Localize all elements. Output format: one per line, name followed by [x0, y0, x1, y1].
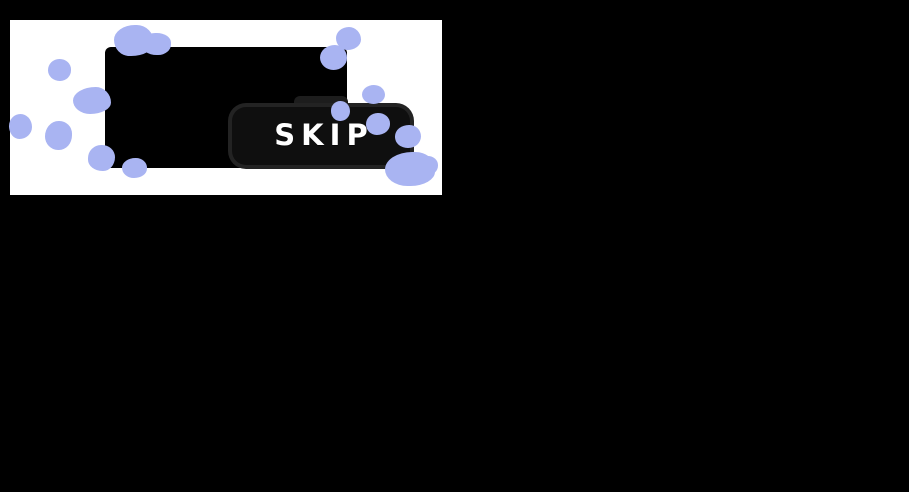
skip-button[interactable]: SKIP — [232, 107, 410, 165]
game-panel: SKIP — [10, 20, 442, 195]
cutscene-stage: SKIP — [105, 47, 414, 169]
skip-button-ring: SKIP — [228, 103, 414, 169]
